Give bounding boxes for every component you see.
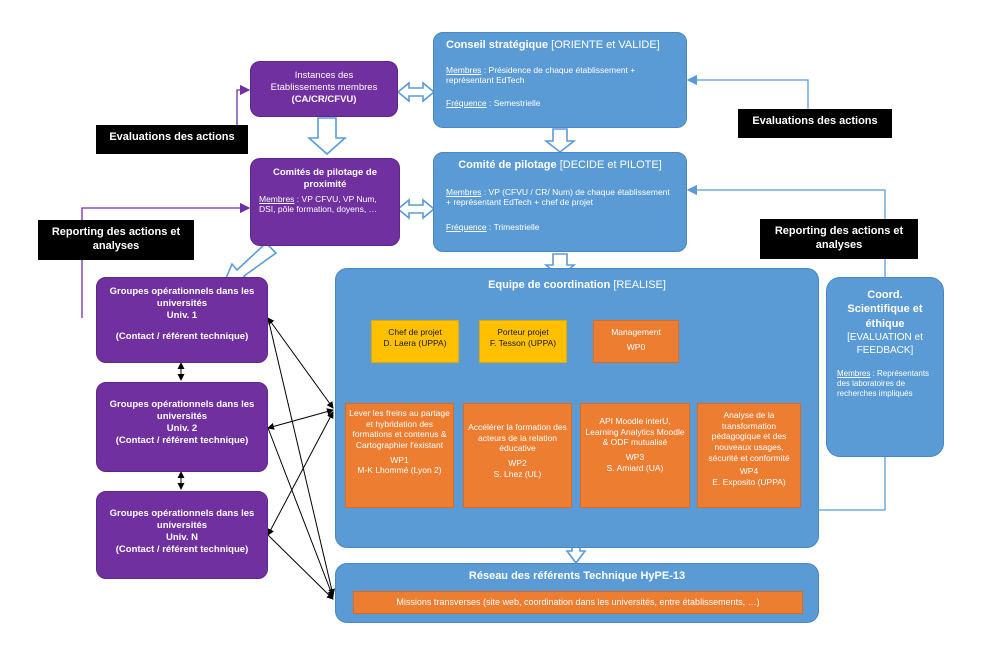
wp1-box: Lever les freins au partage et hybridati… [345, 403, 454, 508]
conseil-frequence-text: : Semestrielle [486, 98, 541, 108]
reporting-right-label: Reporting des actions et analyses [760, 219, 918, 259]
groupe-univ-1-box: Groupes opérationnels dans les universit… [96, 277, 268, 363]
wp1-lead: M-K Lhommé (Lyon 2) [357, 465, 442, 476]
instances-line3: (CA/CR/CFVU) [291, 93, 357, 105]
groupe-2-univ: Univ. 2 [166, 422, 198, 434]
groupe-1-title: Groupes opérationnels dans les universit… [109, 286, 255, 309]
wp2-text: Accélérer la formation des acteurs de la… [468, 422, 567, 454]
porteur-projet-box: Porteur projet F. Tesson (UPPA) [479, 320, 567, 363]
equipe-title: Equipe de coordination [488, 279, 611, 291]
groupe-2-contact: (Contact / référent technique) [115, 434, 249, 446]
instances-conseil-arrow [396, 81, 436, 103]
management-wp: WP0 [626, 341, 646, 352]
reseau-title: Réseau des référents Technique HyPE-13 [468, 570, 686, 582]
conseil-title: Conseil stratégique [446, 39, 549, 51]
chef-title: Chef de projet [388, 327, 442, 337]
comite-pilotage-box: Comité de pilotage [DECIDE et PILOTE] Me… [433, 152, 687, 252]
groupe-1-contact: (Contact / référent technique) [115, 330, 249, 342]
chef-projet-box: Chef de projet D. Laera (UPPA) [371, 320, 459, 363]
wp2-label: WP2 [508, 457, 527, 468]
group-to-coordination-arrows [267, 317, 336, 600]
coord-to-wp4-line [793, 457, 886, 511]
management-title: Management [611, 327, 661, 337]
groupe-univ-n-box: Groupes opérationnels dans les universit… [96, 491, 268, 579]
management-box: Management WP0 [593, 320, 679, 363]
equipe-role: [REALISE] [613, 279, 666, 291]
comite-title: Comité de pilotage [458, 159, 557, 171]
groupe-n-contact: (Contact / référent technique) [115, 543, 249, 555]
evaluations-right-label: Evaluations des actions [738, 109, 892, 138]
conseil-to-comite-arrow [543, 128, 577, 154]
wp4-text: Analyse de la transformation pédagogique… [708, 410, 790, 463]
wp3-box: API Moodle interU, Learning Analytics Mo… [580, 403, 690, 508]
conseil-strategique-box: Conseil stratégique [ORIENTE et VALIDE] … [433, 32, 687, 128]
conseil-frequence-label: Fréquence [446, 98, 487, 108]
evaluations-right-line [686, 74, 809, 120]
conseil-role: [ORIENTE et VALIDE] [551, 39, 660, 51]
reporting-left-label: Reporting des actions et analyses [38, 220, 194, 260]
wp1-label: WP1 [390, 454, 409, 465]
reporting-left-line [81, 202, 251, 318]
conseil-membres-label: Membres [446, 64, 482, 75]
conseil-membres-text: : Présidence de chaque établissement + r… [446, 64, 636, 86]
instances-to-proximite-arrow [306, 117, 348, 156]
instances-box: Instances des Etablissements membres (CA… [250, 61, 398, 117]
groupe-n-univ: Univ. N [165, 531, 199, 543]
missions-text: Missions transverses (site web, coordina… [396, 597, 760, 607]
coord-role: [EVALUATION et FEEDBACK] [847, 331, 923, 356]
wp4-label: WP4 [739, 466, 759, 477]
comite-frequence-label: Fréquence [446, 222, 487, 232]
comite-membres-text: : VP (CFVU / CR/ Num) de chaque établiss… [446, 186, 670, 208]
wp1-text: Lever les freins au partage et hybridati… [349, 408, 450, 450]
coord-title: Coord. Scientifique et éthique [847, 289, 923, 330]
wp3-text: API Moodle interU, Learning Analytics Mo… [585, 416, 685, 448]
coord-scientifique-box: Coord. Scientifique et éthique [EVALUATI… [826, 277, 944, 457]
porteur-title: Porteur projet [497, 327, 549, 337]
wp3-lead: S. Amiard (UA) [606, 462, 664, 473]
coord-membres-label: Membres [837, 368, 871, 378]
groupe-n-title: Groupes opérationnels dans les universit… [109, 508, 255, 531]
instances-line2: Etablissements membres [270, 81, 378, 93]
coord-membres-text: : Représentants des laboratoires de rech… [837, 368, 930, 398]
groupe-2-title: Groupes opérationnels dans les universit… [109, 399, 255, 422]
groupe-1-univ: Univ. 1 [166, 309, 198, 321]
wp4-box: Analyse de la transformation pédagogique… [697, 403, 801, 508]
wp2-lead: S. Lhez (UL) [493, 468, 542, 479]
proximite-comite-arrow [396, 198, 436, 220]
comite-role: [DECIDE et PILOTE] [559, 159, 662, 171]
groupe-univ-2-box: Groupes opérationnels dans les universit… [96, 382, 268, 472]
evaluations-left-line [236, 84, 251, 125]
porteur-name: F. Tesson (UPPA) [489, 337, 557, 348]
wp4-lead: E. Exposito (UPPA) [712, 476, 786, 487]
chef-name: D. Laera (UPPA) [383, 337, 447, 348]
proximite-membres-text: : VP CFVU, VP Num, DSI, pôle formation, … [259, 193, 378, 215]
missions-transverses-box: Missions transverses (site web, coordina… [353, 591, 803, 614]
wp3-label: WP3 [625, 451, 645, 462]
comite-membres-label: Membres [446, 186, 482, 197]
comite-frequence-text: : Trimestrielle [486, 222, 540, 232]
comites-proximite-box: Comités de pilotage de proximité Membres… [250, 158, 400, 246]
evaluations-left-label: Evaluations des actions [96, 125, 248, 154]
wp2-box: Accélérer la formation des acteurs de la… [463, 403, 572, 508]
instances-line1: Instances des [294, 70, 354, 81]
proximite-membres-label: Membres [259, 193, 295, 204]
proximite-title: Comités de pilotage de proximité [273, 167, 377, 190]
